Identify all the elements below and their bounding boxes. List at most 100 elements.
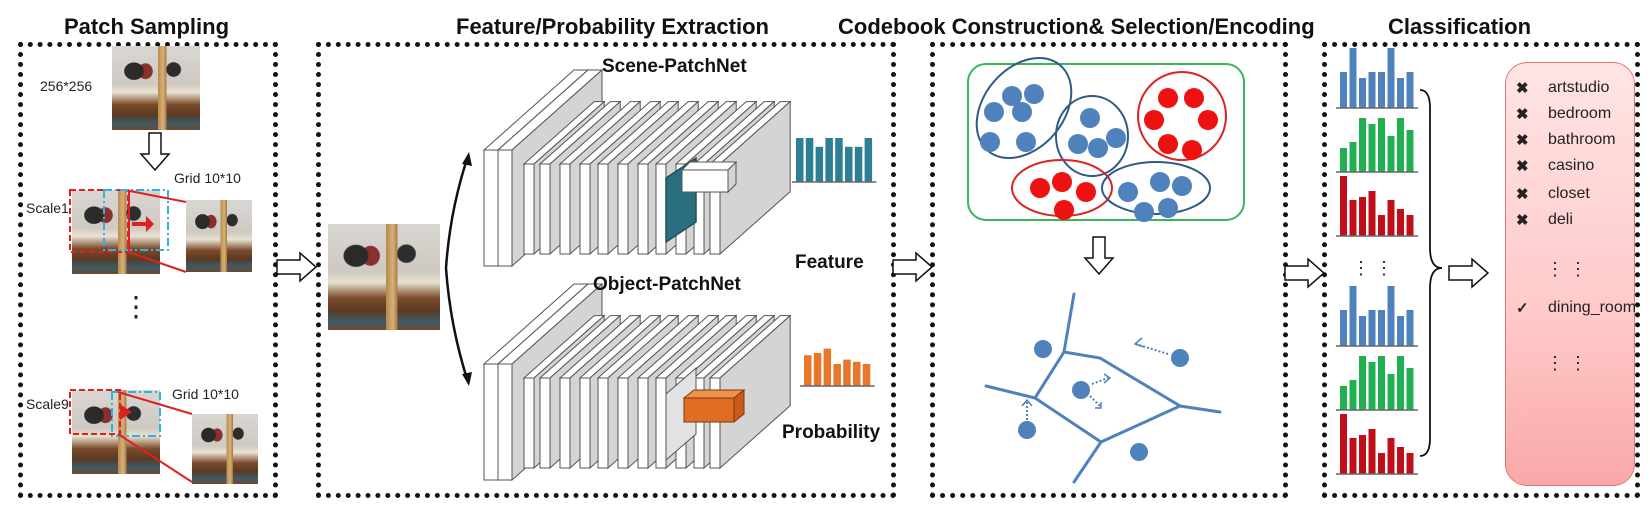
cluster-point	[1016, 132, 1036, 152]
grid-label-scale1: Grid 10*10	[174, 170, 241, 186]
cluster-point	[1012, 102, 1032, 122]
scale1-label: Scale1	[26, 200, 69, 216]
encoding-histogram-bar	[1340, 72, 1347, 108]
feature-vector-block	[681, 169, 729, 193]
feature-vector-block-side	[727, 160, 737, 194]
feature-histogram-bar	[815, 146, 824, 182]
encoding-histogram-bar	[1340, 148, 1347, 172]
encoding-histogram-bar	[1349, 200, 1357, 236]
conv-layer-front	[483, 363, 499, 481]
conv-layer-front	[539, 377, 551, 469]
right-arrow-icon	[892, 251, 934, 283]
scale1-patch-overlay	[69, 189, 187, 273]
conv-layer-front	[709, 377, 721, 469]
encoding-histogram-bar	[1397, 78, 1404, 108]
scene-patchnet-diagram	[482, 68, 792, 268]
encoding-histogram-bar	[1387, 136, 1395, 172]
conv-layer-front	[523, 163, 535, 255]
cluster-point	[1184, 88, 1204, 108]
probability-label: Probability	[782, 422, 881, 443]
cluster-point	[1054, 200, 1074, 220]
encoding-histogram-bar	[1397, 118, 1404, 172]
encoding-histogram-bar	[1359, 78, 1366, 108]
voronoi-diagram	[984, 292, 1222, 484]
conv-layer-front	[497, 149, 513, 267]
conv-layer-front	[497, 363, 513, 481]
conv-layer-front	[523, 377, 535, 469]
cross-icon: ✖	[1516, 186, 1529, 203]
conv-layer-front	[617, 163, 629, 255]
probability-histogram-bar	[813, 353, 822, 386]
cluster-outline	[1101, 161, 1211, 215]
conv-layer-front	[579, 377, 591, 469]
encoding-histogram-bar	[1406, 130, 1414, 172]
class-list-ellipsis: ⋮ ⋮	[1546, 259, 1588, 279]
cluster-point	[1106, 128, 1126, 148]
feature-histogram-bar	[854, 146, 863, 182]
encoding-histogram-bar	[1397, 316, 1404, 346]
encoding-histogram-bar	[1368, 310, 1376, 346]
cluster-point	[1158, 88, 1178, 108]
right-arrow-icon	[1448, 257, 1490, 289]
encoding-histogram-bar	[1378, 453, 1385, 474]
encoding-histograms	[1336, 48, 1418, 475]
cluster-point	[1158, 198, 1178, 218]
encoding-histogram-bar	[1340, 414, 1347, 474]
stage-title-classification: Classification	[1388, 14, 1532, 39]
encoding-histogram-bar	[1368, 362, 1376, 410]
class-name: closet	[1548, 185, 1590, 202]
stage-title-extraction: Feature/Probability Extraction	[456, 14, 769, 39]
encoding-histogram-bar	[1387, 286, 1395, 346]
encoding-histogram-bar	[1387, 438, 1395, 474]
encoding-histogram-bar	[1397, 447, 1404, 474]
scale1-image	[72, 190, 160, 274]
grid-label-scale9: Grid 10*10	[172, 386, 239, 402]
cluster-point	[984, 102, 1004, 122]
encoding-histogram-bar	[1349, 438, 1357, 474]
conv-layer-front	[559, 377, 571, 469]
encoding-histogram-bar	[1349, 380, 1357, 410]
cluster-point	[1080, 108, 1100, 128]
encoding-histogram-bar	[1368, 124, 1376, 172]
probability-histogram-bar	[843, 359, 851, 386]
cross-icon: ✖	[1516, 212, 1529, 229]
encoding-histogram-bar	[1387, 48, 1395, 108]
cluster-point	[1172, 176, 1192, 196]
feature-histogram-bar	[845, 146, 853, 182]
encoding-histogram-bar	[1349, 286, 1357, 346]
feature-histogram-bar	[805, 138, 814, 182]
down-arrow-icon	[139, 132, 171, 172]
cluster-point	[980, 132, 1000, 152]
scale9-image	[72, 390, 160, 474]
object-patchnet-label: Object-PatchNet	[593, 274, 741, 295]
class-name: dining_room	[1548, 299, 1637, 316]
patch-input-image	[328, 224, 440, 330]
input-image	[112, 46, 200, 130]
class-name: casino	[1548, 157, 1595, 174]
feature-label: Feature	[795, 252, 864, 273]
conv-layer-front	[597, 163, 609, 255]
input-size-label: 256*256	[40, 78, 93, 94]
histogram-ellipsis: ⋮ ⋮	[1352, 258, 1394, 278]
right-arrow-icon	[1284, 257, 1326, 289]
feature-histogram-bar	[796, 138, 804, 182]
class-name: bedroom	[1548, 105, 1612, 122]
cluster-point	[1134, 202, 1154, 222]
check-icon: ✓	[1516, 300, 1529, 317]
probability-histogram-bar	[823, 348, 832, 386]
encoding-histogram-bar	[1368, 191, 1376, 236]
encoding-histogram-bar	[1359, 197, 1366, 236]
encoding-histogram-bar	[1349, 142, 1357, 172]
probability-histogram-bar	[833, 364, 841, 386]
cross-icon: ✖	[1516, 106, 1529, 123]
object-patchnet-diagram	[482, 282, 792, 482]
right-arrow-icon	[276, 251, 318, 283]
probability-histogram-bar	[804, 355, 812, 386]
encoding-histogram-bar	[1378, 310, 1385, 346]
probability-histogram	[800, 348, 875, 387]
cluster-point	[1002, 86, 1022, 106]
cluster-point	[1024, 84, 1044, 104]
panel-patch-sampling	[18, 42, 278, 498]
conv-layer-front	[655, 377, 667, 469]
feature-vector-block-top	[680, 161, 738, 171]
